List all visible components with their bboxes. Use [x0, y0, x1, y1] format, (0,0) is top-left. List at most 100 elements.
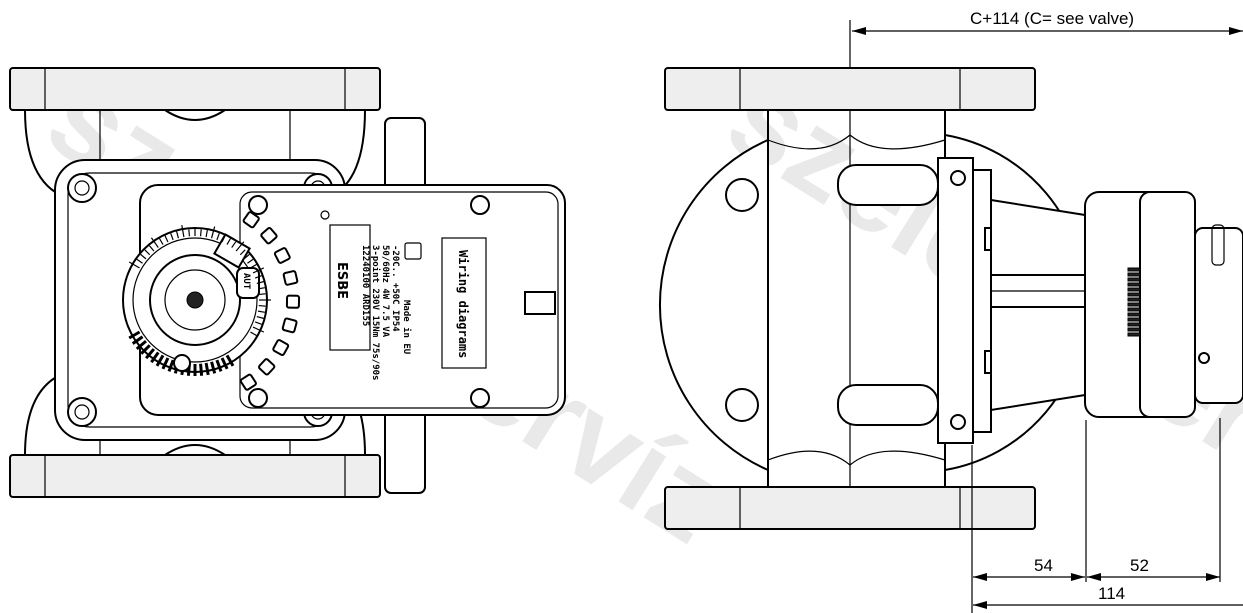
scale-tick	[181, 225, 185, 238]
scale-tick-bold	[135, 339, 147, 351]
bottom-flange	[9, 454, 381, 498]
scale-tick	[257, 310, 266, 313]
gear-tooth	[1127, 317, 1141, 322]
gear-tooth	[1127, 322, 1141, 327]
scale-tick	[136, 258, 143, 264]
spec-line-2: 3-point 230V 15Nm 75s/90s	[370, 245, 381, 380]
actuator-cover	[1194, 227, 1243, 404]
scale-tick	[140, 253, 147, 260]
scale-tick	[216, 233, 220, 241]
position-segment	[272, 339, 290, 356]
scale-tick-bold	[161, 357, 170, 370]
flange-hole-bottom	[725, 388, 759, 422]
mount-plate-side	[937, 157, 974, 444]
lower-port	[837, 384, 939, 426]
scale-tick	[221, 235, 226, 243]
flange-hole-top	[725, 178, 759, 212]
spec-line-1: 12240100 ARD155	[360, 245, 370, 326]
wiring-label-box	[441, 237, 487, 369]
screw-icon	[173, 354, 191, 372]
position-segment	[285, 294, 301, 309]
scale-tick-bold	[215, 359, 223, 372]
gear-tooth	[1127, 282, 1141, 287]
spec-line-4: -20C.. +50C IP54	[390, 245, 400, 332]
scale-tick	[176, 231, 180, 239]
scale-tick	[256, 281, 264, 285]
scale-tick	[226, 238, 232, 245]
scale-tick	[243, 253, 250, 260]
end-lug	[524, 291, 556, 315]
position-segment	[260, 227, 278, 245]
side-bottom-flange	[664, 486, 1036, 530]
scale-tick	[254, 275, 262, 279]
position-indicator	[239, 211, 301, 391]
gear-icon	[1127, 267, 1141, 337]
dimension-54: 54	[973, 556, 1085, 581]
gear-tooth	[1127, 272, 1141, 277]
scale-tick	[250, 263, 257, 269]
flange-disc	[658, 139, 769, 471]
dimension-top: C+114 (C= see valve)	[852, 9, 1243, 35]
gear-tooth	[1127, 312, 1141, 317]
dial-scale	[128, 225, 271, 376]
scale-tick-bold	[155, 354, 165, 367]
scale-tick	[148, 245, 155, 252]
scale-tick-bold	[128, 330, 141, 340]
knob-center-icon	[186, 291, 204, 309]
scale-tick	[252, 326, 265, 333]
position-segment	[242, 211, 260, 229]
scale-tick-bold	[150, 351, 160, 364]
brand-logo: ESBE	[334, 262, 349, 299]
gear-tooth	[1127, 307, 1141, 312]
scale-tick-bold	[144, 348, 156, 360]
gear-tooth	[1127, 267, 1141, 272]
scale-tick	[144, 249, 151, 256]
dimension-114: 114	[973, 584, 1243, 609]
scale-tick	[128, 261, 140, 269]
scale-tick	[250, 331, 257, 337]
scale-tick	[257, 287, 266, 290]
scale-tick	[170, 233, 174, 241]
scale-tick-bold	[167, 359, 175, 372]
position-segment	[273, 247, 291, 264]
scale-tick	[231, 241, 237, 248]
spec-label	[329, 224, 371, 351]
scale-tick-bold	[225, 354, 235, 367]
scale-tick	[205, 229, 208, 238]
scale-tick	[188, 229, 191, 237]
gear-tooth	[1127, 302, 1141, 307]
side-top-flange	[664, 67, 1036, 111]
gear-tooth	[1127, 277, 1141, 282]
scale-tick	[158, 238, 164, 245]
scale-tick-bold	[199, 363, 204, 376]
wiring-label: Wiring diagrams	[456, 250, 470, 358]
scale-tick-bold	[210, 361, 217, 374]
dimension-114-label: 114	[1098, 584, 1125, 603]
scale-tick	[150, 237, 159, 248]
gear-tooth	[1127, 292, 1141, 297]
gear-tooth	[1127, 332, 1141, 337]
scale-tick	[210, 226, 216, 239]
scale-tick-bold	[131, 335, 144, 345]
valve-side-view	[658, 20, 1243, 613]
scale-tick-bold	[204, 362, 210, 376]
scale-tick	[235, 241, 245, 252]
aut-label: AUT	[241, 273, 251, 290]
gear-tooth	[1127, 297, 1141, 302]
scale-tick-bold	[140, 344, 151, 355]
gear-tooth	[1127, 327, 1141, 332]
adapter-plate	[972, 169, 992, 433]
scale-tick	[164, 235, 169, 243]
scale-tick	[199, 229, 202, 237]
scale-tick	[256, 315, 264, 319]
scale-tick	[258, 293, 266, 296]
position-segment	[281, 317, 298, 334]
position-segment	[258, 358, 276, 376]
gear-tooth	[1127, 287, 1141, 292]
dimension-52-label: 52	[1130, 556, 1149, 575]
scale-tick	[254, 321, 262, 325]
scale-tick	[239, 249, 246, 256]
top-flange	[9, 67, 381, 111]
spec-line-5: Made in EU	[401, 300, 412, 354]
